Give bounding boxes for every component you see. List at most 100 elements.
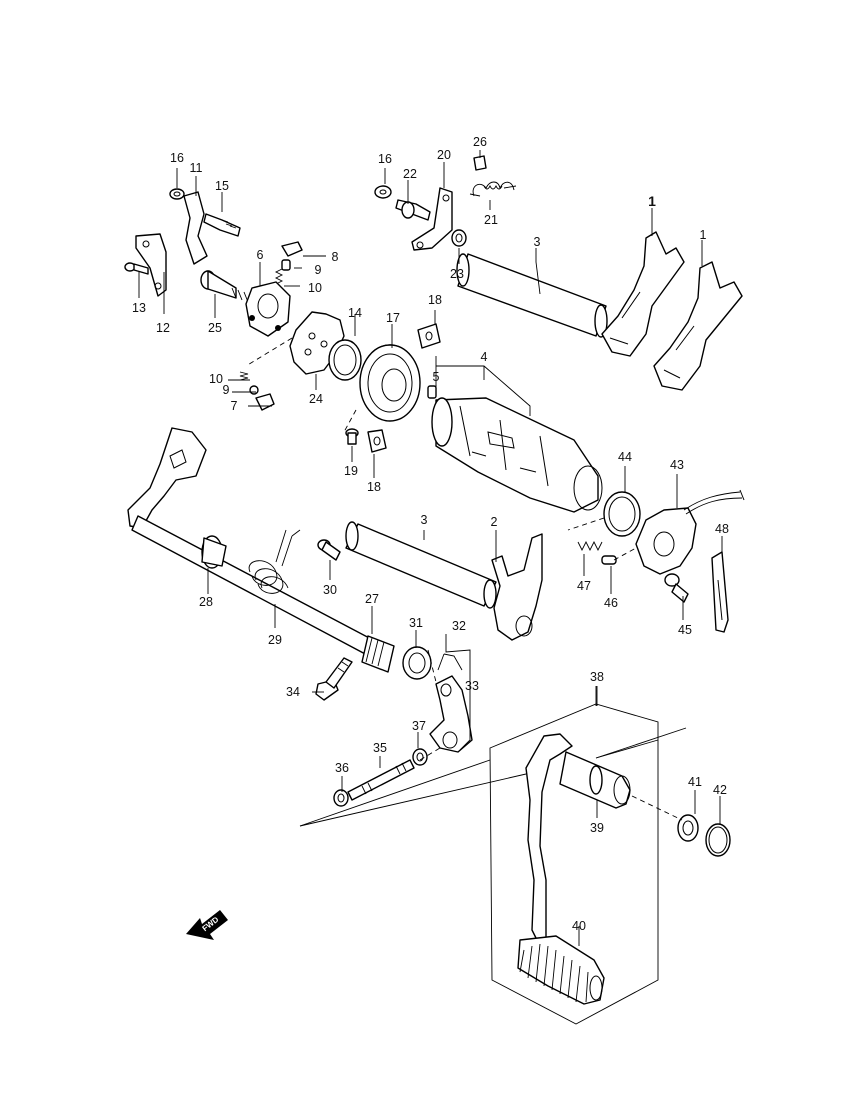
part-18-washer xyxy=(417,323,441,349)
callout-46: 46 xyxy=(604,596,618,610)
part-11-plate xyxy=(183,191,208,265)
callout-24: 24 xyxy=(309,392,323,406)
part-16-nut xyxy=(169,188,185,200)
part-22-stud-bolt xyxy=(395,199,431,221)
part-43-switch xyxy=(635,489,745,575)
callout-labels: 1 1 2 3 3 4 5 6 7 8 9 10 10 9 11 12 13 1… xyxy=(132,135,729,933)
callout-18: 18 xyxy=(428,293,442,307)
part-3-shaft-lower xyxy=(345,521,497,609)
callout-36: 36 xyxy=(335,761,349,775)
fwd-arrow-icon: FWD xyxy=(186,910,228,940)
callout-40: 40 xyxy=(572,919,586,933)
part-2-fork xyxy=(491,533,543,641)
callout-25: 25 xyxy=(208,321,222,335)
part-18-washer-lower xyxy=(367,429,387,453)
part-9-pin-lower xyxy=(249,385,259,395)
part-41-washer xyxy=(677,814,699,842)
part-36-nut xyxy=(333,789,349,807)
callout-11: 11 xyxy=(190,161,203,175)
callout-44: 44 xyxy=(618,450,632,464)
part-31-seal xyxy=(402,646,432,680)
callout-12: 12 xyxy=(156,321,170,335)
assembly-box-38 xyxy=(299,686,687,1025)
part-37-nut xyxy=(412,748,428,766)
part-30-bolt xyxy=(317,539,341,561)
callout-8: 8 xyxy=(332,250,339,264)
part-4-shift-cam xyxy=(431,397,603,513)
callout-38: 38 xyxy=(590,670,604,684)
callout-15: 15 xyxy=(215,179,229,193)
callout-33: 33 xyxy=(465,679,479,693)
callout-18: 18 xyxy=(367,480,381,494)
part-45-bolt xyxy=(664,573,689,603)
callout-7: 7 xyxy=(231,399,238,413)
part-19-bolt xyxy=(345,428,359,445)
part-13-bolt xyxy=(124,262,149,275)
callout-1: 1 xyxy=(700,228,707,242)
callout-23: 23 xyxy=(450,267,464,281)
callout-19: 19 xyxy=(344,464,358,478)
part-6-cam-drive xyxy=(245,281,291,337)
callout-34: 34 xyxy=(286,685,300,699)
callout-5: 5 xyxy=(433,370,440,384)
part-20-arm xyxy=(411,187,453,251)
callout-6: 6 xyxy=(257,248,264,262)
callout-32: 32 xyxy=(452,619,466,633)
callout-27: 27 xyxy=(365,592,379,606)
part-35-rod xyxy=(347,759,415,801)
callout-31: 31 xyxy=(409,616,423,630)
callout-45: 45 xyxy=(678,623,692,637)
callout-48: 48 xyxy=(715,522,729,536)
part-42-circlip xyxy=(705,823,731,857)
part-27-spline xyxy=(361,635,395,673)
part-10-spring-lower xyxy=(239,371,249,381)
part-29-spring xyxy=(248,529,301,594)
part-3-shaft-upper xyxy=(456,253,608,338)
callout-35: 35 xyxy=(373,741,387,755)
callout-28: 28 xyxy=(199,595,213,609)
part-15-stud-bolt xyxy=(203,213,241,237)
part-10-spring xyxy=(274,268,284,285)
callout-10: 10 xyxy=(308,281,322,295)
callout-41: 41 xyxy=(688,775,702,789)
callout-39: 39 xyxy=(590,821,604,835)
part-26-pin xyxy=(473,155,487,171)
callout-9: 9 xyxy=(223,383,230,397)
callout-47: 47 xyxy=(577,579,591,593)
callout-17: 17 xyxy=(386,311,400,325)
part-48-clamp xyxy=(711,551,729,633)
callout-16: 16 xyxy=(378,152,392,166)
part-34-bolt xyxy=(315,657,353,701)
callout-22: 22 xyxy=(403,167,417,181)
callout-9: 9 xyxy=(315,263,322,277)
part-14-ring xyxy=(328,339,362,381)
part-21-spring xyxy=(469,181,517,197)
callout-42: 42 xyxy=(713,783,727,797)
callout-37: 37 xyxy=(412,719,426,733)
callout-16: 16 xyxy=(170,151,184,165)
part-8-pawl xyxy=(281,241,303,257)
leader-lines xyxy=(138,150,723,946)
callout-3: 3 xyxy=(421,513,428,527)
callout-20: 20 xyxy=(437,148,451,162)
part-23-washer xyxy=(451,229,467,247)
part-1-fork-b xyxy=(653,261,743,391)
guide-lines xyxy=(245,337,683,821)
part-16-nut-right xyxy=(374,185,392,199)
part-7-pawl xyxy=(255,393,275,411)
part-46-pin xyxy=(601,555,617,565)
part-12-plate xyxy=(135,233,167,297)
callout-10: 10 xyxy=(209,372,223,386)
callout-21: 21 xyxy=(484,213,498,227)
callout-1: 1 xyxy=(648,193,656,209)
callout-29: 29 xyxy=(268,633,282,647)
part-33-shift-lever xyxy=(429,653,473,753)
callout-43: 43 xyxy=(670,458,684,472)
callout-13: 13 xyxy=(132,301,146,315)
callout-3: 3 xyxy=(534,235,541,249)
callout-4: 4 xyxy=(481,350,488,364)
part-25-bolt xyxy=(200,270,249,303)
callout-14: 14 xyxy=(348,306,362,320)
part-44-o-ring xyxy=(603,491,641,537)
